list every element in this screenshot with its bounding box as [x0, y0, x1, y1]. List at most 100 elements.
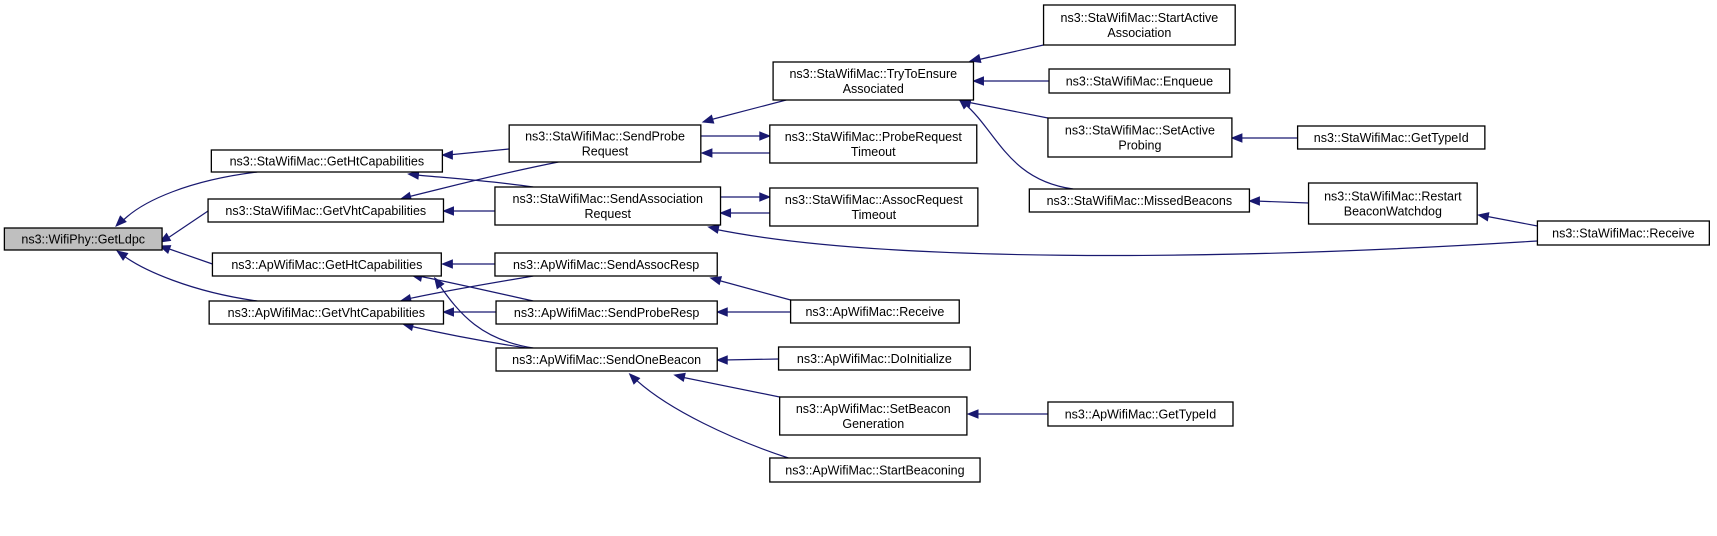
- node-label: ns3::StaWifiMac::AssocRequest: [785, 193, 963, 207]
- node-label: ns3::StaWifiMac::Enqueue: [1066, 75, 1213, 89]
- node-sta-wifi-mac-enqueue[interactable]: ns3::StaWifiMac::Enqueue: [1048, 68, 1231, 94]
- node-label: ns3::StaWifiMac::GetTypeId: [1314, 131, 1469, 145]
- node-ap-wifi-mac-get-ht-capabilities[interactable]: ns3::ApWifiMac::GetHtCapabilities: [211, 252, 442, 277]
- node-box: [494, 186, 722, 226]
- edge-line: [121, 171, 258, 223]
- arrowhead-icon: [715, 355, 728, 365]
- arrowhead-icon: [968, 53, 982, 64]
- node-ap-wifi-mac-do-initialize[interactable]: ns3::ApWifiMac::DoInitialize: [777, 346, 971, 371]
- node-ap-wifi-mac-send-assoc-resp[interactable]: ns3::ApWifiMac::SendAssocResp: [494, 252, 718, 277]
- node-wifi-phy-get-ldpc[interactable]: ns3::WifiPhy::GetLdpc: [3, 227, 163, 251]
- arrowhead-icon: [759, 192, 772, 202]
- edge-sta-wifi-mac-try-to-ensure-associated-to-sta-wifi-mac-send-probe-request: [701, 99, 787, 124]
- node-ap-wifi-mac-start-beaconing[interactable]: ns3::ApWifiMac::StartBeaconing: [769, 457, 981, 483]
- node-box: [207, 198, 445, 223]
- edge-sta-wifi-mac-send-association-request-to-sta-wifi-mac-assoc-request-timeout: [720, 192, 772, 202]
- edge-sta-wifi-mac-send-probe-request-to-sta-wifi-mac-probe-request-timeout: [700, 131, 772, 141]
- node-ap-wifi-mac-get-vht-capabilities[interactable]: ns3::ApWifiMac::GetVhtCapabilities: [208, 300, 445, 325]
- node-label: ns3::ApWifiMac::StartBeaconing: [785, 464, 964, 478]
- node-label: ns3::ApWifiMac::DoInitialize: [797, 352, 952, 366]
- arrowhead-icon: [966, 409, 979, 419]
- edge-line: [976, 44, 1044, 61]
- edge-line: [717, 279, 791, 301]
- node-label: Request: [582, 145, 629, 159]
- call-edges: [115, 44, 1538, 459]
- edge-ap-wifi-mac-get-vht-capabilities-to-wifi-phy-get-ldpc: [116, 250, 258, 302]
- edge-sta-wifi-mac-get-ht-capabilities-to-wifi-phy-get-ldpc: [115, 171, 258, 227]
- node-label: ns3::ApWifiMac::SetBeacon: [796, 402, 951, 416]
- node-box: [1028, 188, 1251, 213]
- edge-line: [166, 210, 209, 240]
- edge-sta-wifi-mac-missed-beacons-to-sta-wifi-mac-try-to-ensure-associated: [958, 98, 1074, 190]
- node-ap-wifi-mac-send-one-beacon[interactable]: ns3::ApWifiMac::SendOneBeacon: [495, 347, 718, 372]
- arrowhead-icon: [958, 98, 971, 110]
- arrowhead-icon: [700, 148, 713, 158]
- node-label: ns3::StaWifiMac::SendProbe: [525, 130, 685, 144]
- arrowhead-icon: [719, 208, 732, 218]
- node-box: [777, 346, 971, 371]
- node-label: Timeout: [851, 145, 896, 159]
- node-label: Associated: [843, 82, 904, 96]
- node-sta-wifi-mac-missed-beacons[interactable]: ns3::StaWifiMac::MissedBeacons: [1028, 188, 1251, 213]
- edge-sta-wifi-mac-send-association-request-to-sta-wifi-mac-get-vht-capabilities: [442, 206, 495, 216]
- node-box: [494, 252, 718, 277]
- node-label: ns3::ApWifiMac::GetHtCapabilities: [231, 258, 422, 272]
- arrowhead-icon: [709, 276, 723, 286]
- node-label: ns3::StaWifiMac::ProbeRequest: [785, 130, 963, 144]
- node-box: [495, 347, 718, 372]
- arrowhead-icon: [442, 206, 454, 216]
- node-sta-wifi-mac-get-ht-capabilities[interactable]: ns3::StaWifiMac::GetHtCapabilities: [210, 149, 444, 173]
- edge-sta-wifi-mac-receive-to-sta-wifi-mac-send-association-request: [707, 224, 1538, 257]
- node-label: ns3::StaWifiMac::StartActive: [1061, 11, 1219, 25]
- edge-line: [633, 377, 789, 459]
- edge-ap-wifi-mac-send-assoc-resp-to-ap-wifi-mac-get-ht-capabilities: [441, 259, 495, 269]
- node-label: ns3::StaWifiMac::Restart: [1324, 190, 1462, 204]
- node-sta-wifi-mac-receive[interactable]: ns3::StaWifiMac::Receive: [1536, 220, 1710, 246]
- node-box: [1047, 401, 1234, 427]
- edge-ap-wifi-mac-send-probe-resp-to-ap-wifi-mac-get-vht-capabilities: [442, 307, 497, 317]
- node-label: Timeout: [851, 208, 896, 222]
- edge-line: [1254, 200, 1309, 204]
- node-ap-wifi-mac-get-type-id[interactable]: ns3::ApWifiMac::GetTypeId: [1047, 401, 1234, 427]
- node-sta-wifi-mac-get-vht-capabilities[interactable]: ns3::StaWifiMac::GetVhtCapabilities: [207, 198, 445, 223]
- edge-sta-wifi-mac-assoc-request-timeout-to-sta-wifi-mac-send-association-request: [719, 208, 770, 218]
- edge-line: [1484, 215, 1538, 227]
- node-label: Request: [584, 207, 631, 221]
- node-ap-wifi-mac-send-probe-resp[interactable]: ns3::ApWifiMac::SendProbeResp: [495, 300, 718, 325]
- node-sta-wifi-mac-get-type-id[interactable]: ns3::StaWifiMac::GetTypeId: [1296, 125, 1486, 150]
- edge-sta-wifi-mac-receive-to-sta-wifi-mac-restart-beacon-watchdog: [1476, 212, 1538, 227]
- arrowhead-icon: [972, 76, 984, 86]
- node-box: [779, 396, 968, 436]
- arrowhead-icon: [1248, 196, 1260, 206]
- arrowhead-icon: [673, 372, 686, 382]
- arrowhead-icon: [1230, 133, 1243, 143]
- node-box: [210, 149, 444, 173]
- node-label: ns3::ApWifiMac::GetTypeId: [1065, 408, 1216, 422]
- node-box: [1536, 220, 1710, 246]
- edge-ap-wifi-mac-receive-to-ap-wifi-mac-send-probe-resp: [715, 307, 791, 317]
- edge-line: [409, 325, 534, 350]
- node-box: [789, 299, 960, 324]
- node-box: [1042, 4, 1236, 46]
- edge-line: [447, 148, 510, 156]
- node-box: [208, 300, 445, 325]
- node-label: ns3::StaWifiMac::GetHtCapabilities: [230, 155, 425, 169]
- edge-line: [713, 228, 1538, 257]
- edge-line: [963, 102, 1074, 190]
- edge-line: [407, 161, 559, 198]
- node-label: Probing: [1118, 139, 1161, 153]
- node-ap-wifi-mac-receive[interactable]: ns3::ApWifiMac::Receive: [789, 299, 960, 324]
- edge-line: [709, 99, 787, 121]
- arrowhead-icon: [441, 259, 453, 269]
- edge-sta-wifi-mac-probe-request-timeout-to-sta-wifi-mac-send-probe-request: [700, 148, 770, 158]
- arrowhead-icon: [442, 307, 454, 317]
